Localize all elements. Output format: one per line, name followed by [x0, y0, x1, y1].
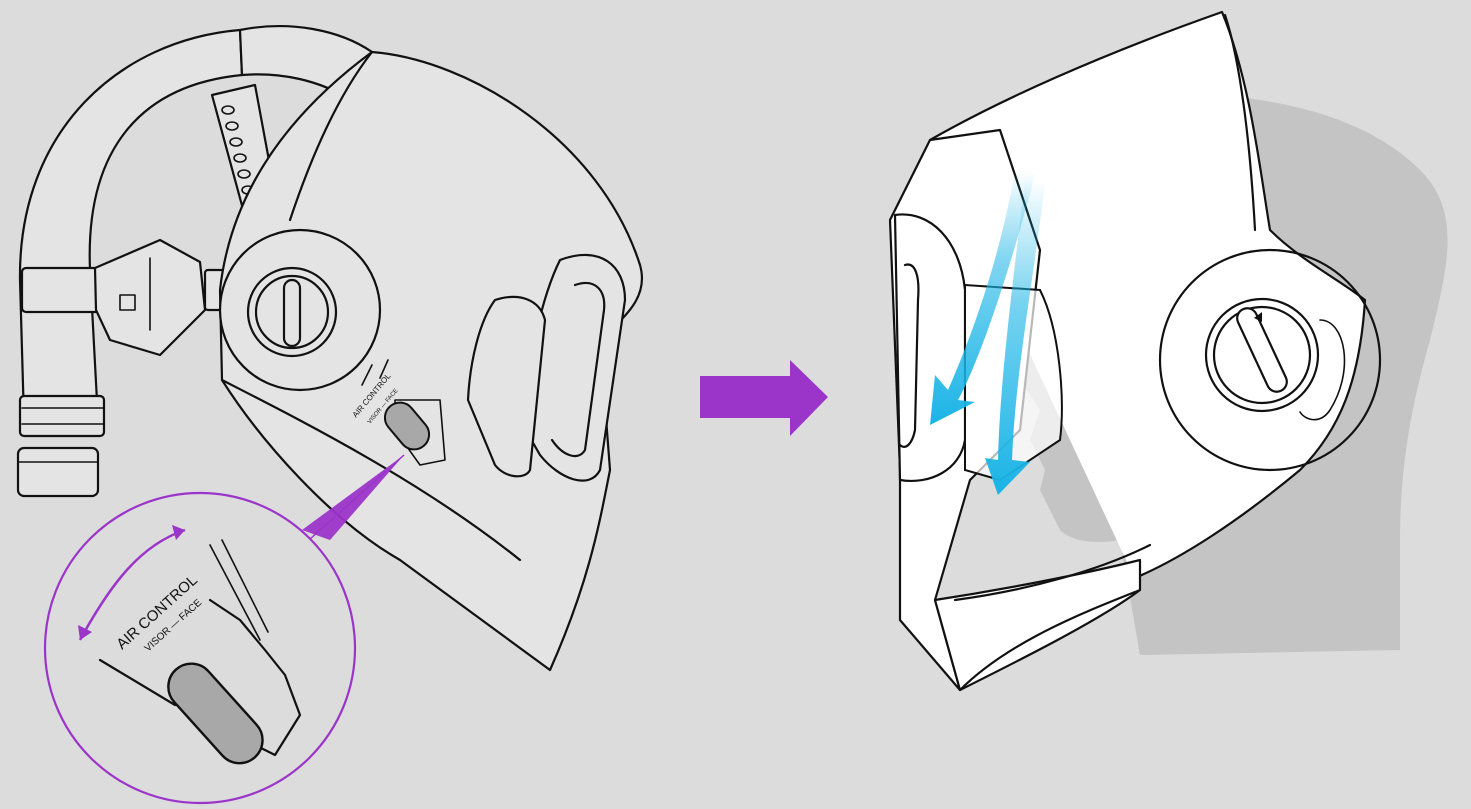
zoom-callout: AIR CONTROL VISOR — FACE	[45, 493, 355, 803]
air-hose	[20, 30, 242, 420]
transition-arrow-icon	[700, 360, 828, 436]
visor	[895, 214, 965, 480]
right-helmet-illustration	[890, 12, 1448, 690]
